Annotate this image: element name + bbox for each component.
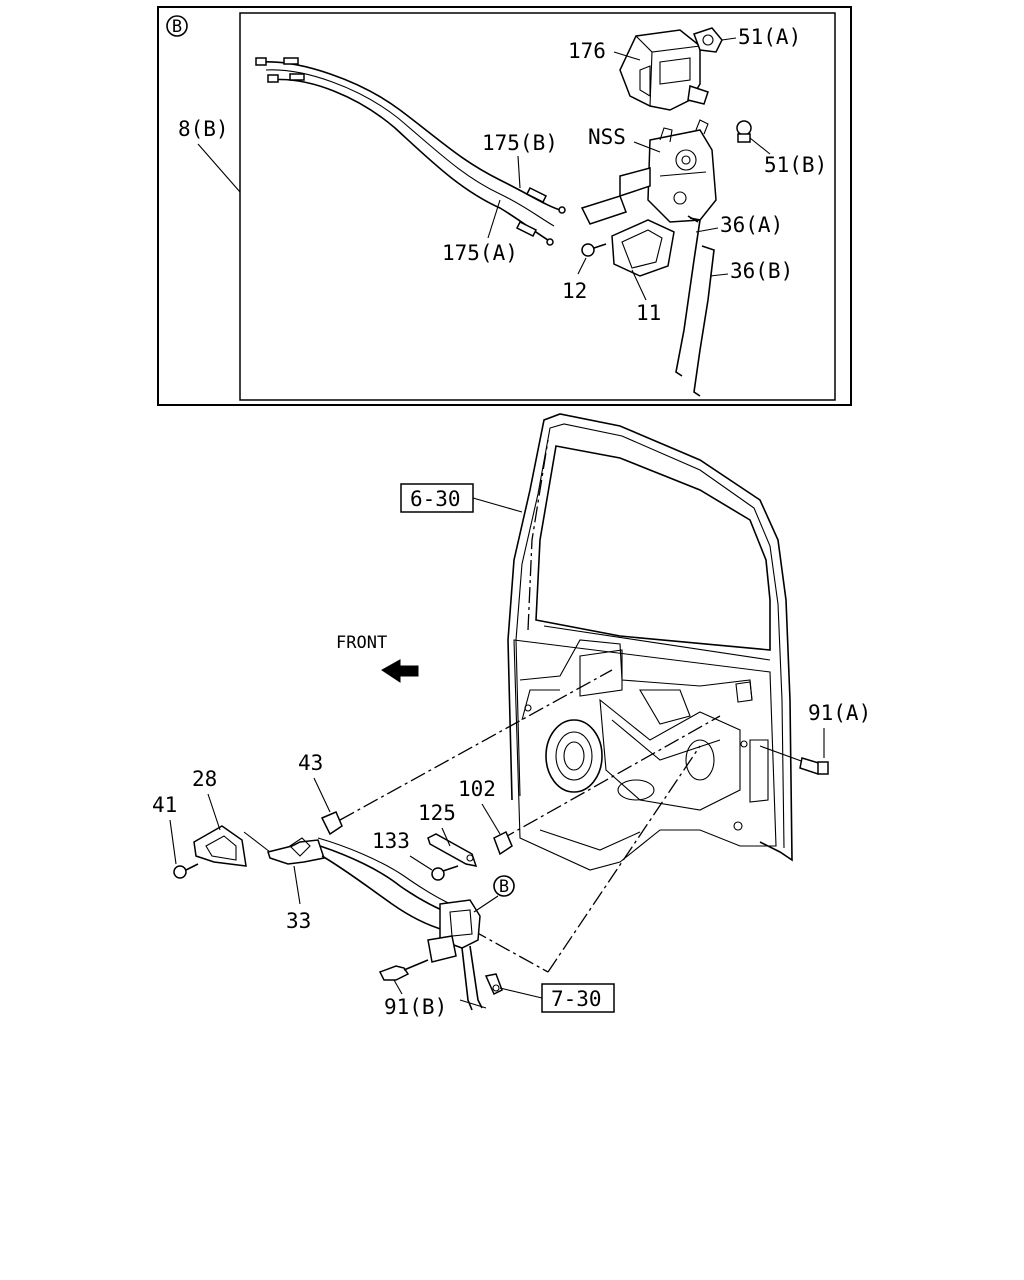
label-102: 102 [458,777,496,801]
leader-125 [441,827,451,847]
label-8b: 8(B) [178,117,229,141]
inset-inner-frame [239,12,836,401]
leader-8b [197,143,241,193]
leader-133 [409,855,433,871]
part-11-cover [611,219,675,277]
label-176: 176 [568,39,606,63]
inset-panel: B 8(B) 175(B) 175(A) [157,6,852,406]
label-175b: 175(B) [482,131,558,155]
leader-43 [313,777,331,813]
callout-b-text: B [499,877,509,897]
door-speaker [545,719,603,793]
part-51a-clip [693,27,723,53]
label-51b: 51(B) [764,153,827,177]
label-91b: 91(B) [384,995,447,1019]
part-91b-bolt [378,959,429,981]
label-28: 28 [192,767,217,791]
label-41: 41 [152,793,177,817]
callout-b: B [473,875,515,913]
part-51b-clip [736,120,752,143]
part-176-actuator [619,29,709,111]
front-arrow-icon [381,659,419,683]
label-51a: 51(A) [738,25,801,49]
label-11: 11 [636,301,661,325]
label-133: 133 [372,829,410,853]
door-assembly: 6-30 [400,413,793,871]
part-nss-door-lock [580,119,717,225]
front-direction: FRONT [336,633,419,683]
inset-marker-text: B [172,17,182,37]
leader-175b [517,155,521,189]
leader-51a [721,37,737,41]
label-91a: 91(A) [808,701,871,725]
leader-6-30 [472,497,523,513]
inset-marker-b: B [166,15,188,37]
part-102-clip [493,830,513,856]
label-12: 12 [562,279,587,303]
part-133-screw [431,865,459,881]
leader-36a [695,227,719,233]
leader-28 [207,793,221,831]
leader-175a [487,199,501,239]
door-window-opening [535,445,771,651]
door-regulator [599,698,741,811]
label-43: 43 [298,751,323,775]
part-12-screw [581,243,607,257]
part-lock-assembly [427,899,503,1011]
part-125-bracket [427,833,478,867]
door-inner-panel [513,639,777,871]
part-28-bezel [193,825,247,867]
leader-51b [749,137,771,155]
label-125: 125 [418,801,456,825]
leader-91b [393,979,403,995]
leader-7-30 [499,987,543,999]
leader-36b [709,273,729,277]
cable-bundle [317,837,461,931]
label-33: 33 [286,909,311,933]
label-36a: 36(A) [720,213,783,237]
leader-41 [169,819,177,865]
part-91a-bolt [759,745,829,775]
part-36-rods [675,215,715,397]
door-outer-frame [507,413,793,862]
label-36b: 36(B) [730,259,793,283]
leader-nss [633,141,661,153]
cable-175 [255,57,566,246]
assembly-lines [339,669,721,973]
leader-176 [613,51,641,61]
leader-12 [577,257,587,275]
label-7-30: 7-30 [551,987,602,1011]
leader-33 [293,865,301,905]
label-6-30: 6-30 [410,487,461,511]
label-nss: NSS [588,125,626,149]
part-33-inner-handle [243,831,325,865]
part-43-clip [320,811,343,836]
leader-102 [481,803,501,835]
label-175a: 175(A) [442,241,518,265]
label-front: FRONT [336,633,387,653]
leader-11 [631,269,647,301]
inset-outer-frame [157,6,852,406]
part-41-screw [173,863,199,879]
